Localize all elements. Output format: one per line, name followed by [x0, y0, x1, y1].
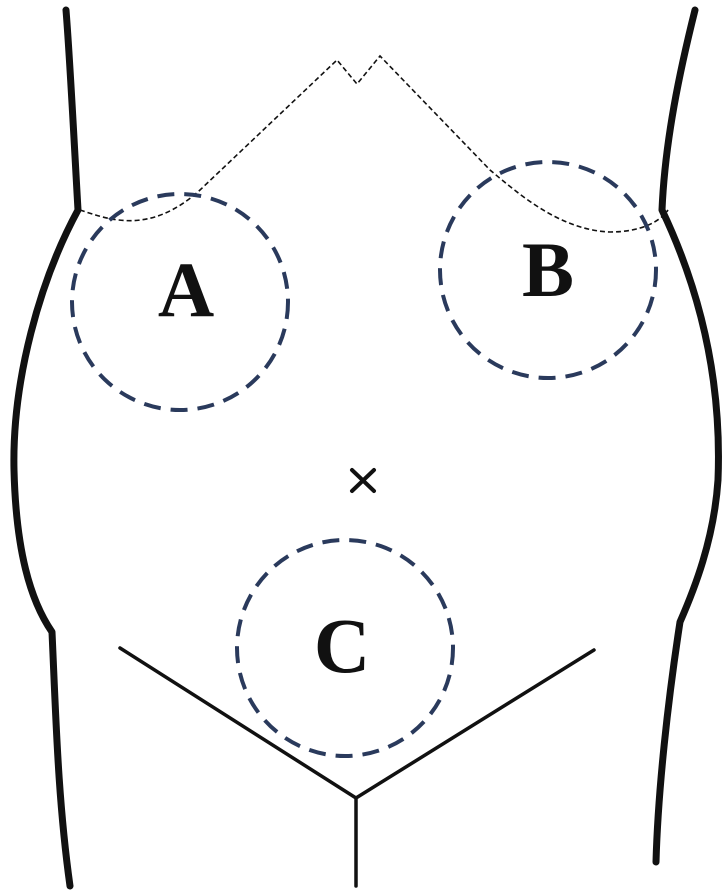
torso-right-outline: [656, 10, 718, 862]
costal-margin: [80, 56, 668, 232]
torso-left-outline: [14, 10, 78, 886]
region-a-label: A: [158, 246, 214, 333]
region-b-label: B: [522, 226, 574, 313]
navel-marker: [352, 470, 374, 491]
region-c-label: C: [314, 602, 370, 689]
